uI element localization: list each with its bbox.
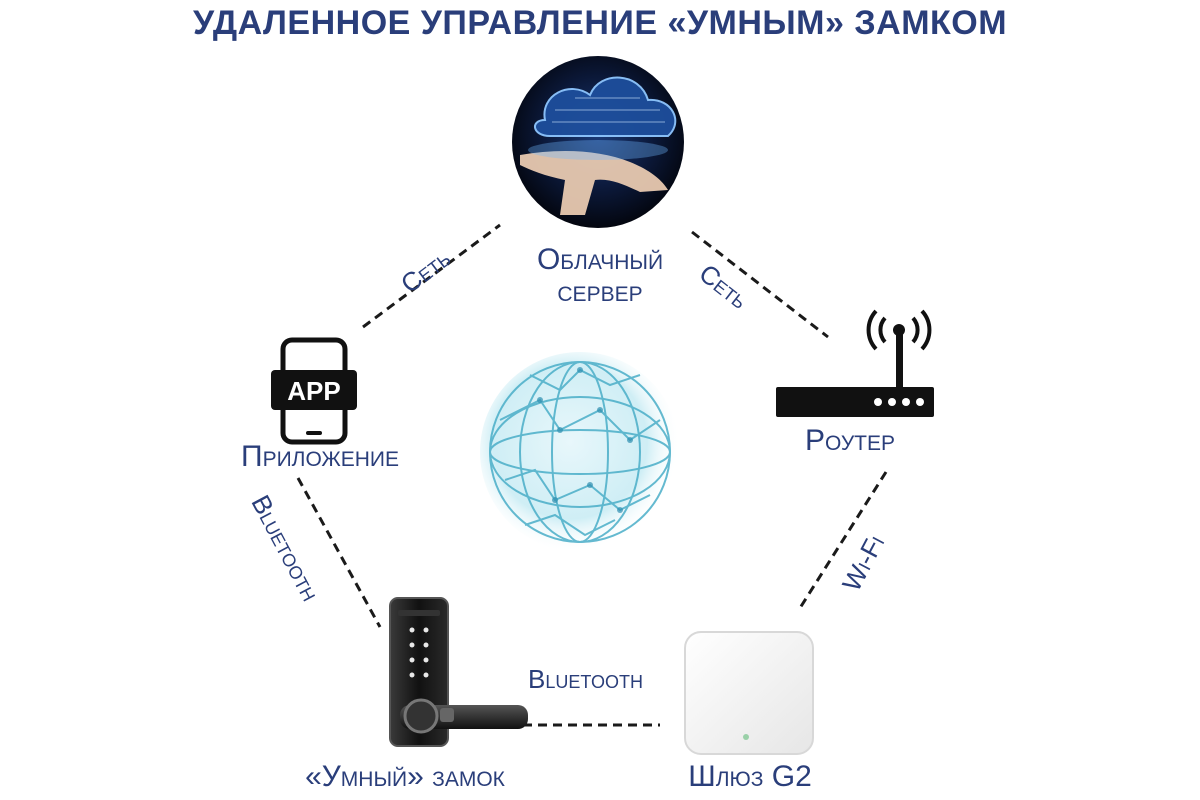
router-label: Роутер	[804, 424, 896, 457]
gateway-label: Шлюз G2	[688, 760, 812, 793]
app-label: Приложение	[241, 440, 399, 473]
cloud-server-label-line1: Облачный	[536, 243, 664, 276]
link-line-app-cloud	[362, 223, 501, 329]
app-icon-text: APP	[287, 376, 340, 406]
page-title: УДАЛЕННОЕ УПРАВЛЕНИЕ «УМНЫМ» ЗАМКОМ	[192, 4, 1008, 42]
smart-lock-icon	[389, 597, 528, 747]
cloud-server-label-line2: сервер	[557, 275, 643, 308]
link-line-router-gateway	[798, 471, 888, 609]
link-line-cloud-router	[691, 230, 829, 339]
globe-icon	[480, 352, 680, 552]
cloud-hand-icon	[512, 56, 684, 228]
link-line-app-lock	[296, 477, 382, 628]
link-label-lock-gateway: Bluetooth	[528, 664, 644, 694]
smartphone-app-icon: APP	[271, 337, 357, 445]
gateway-box-icon	[684, 631, 814, 755]
cloud-server-label: Облачный сервер	[520, 244, 680, 308]
router-icon	[776, 309, 934, 417]
lock-label: «Умный» замок	[305, 760, 505, 793]
